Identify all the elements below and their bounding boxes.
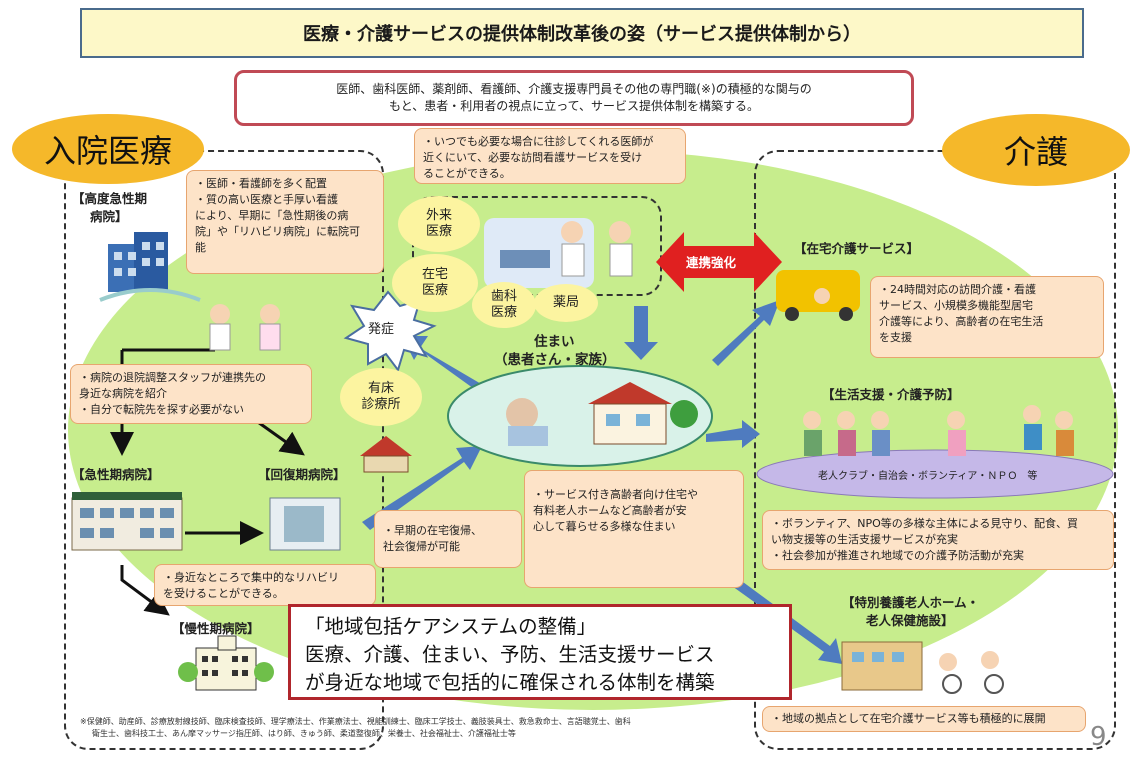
dental-oval: 歯科 医療 (472, 282, 536, 328)
note-facility: ・地域の拠点として在宅介護サービス等も積極的に展開 (762, 706, 1086, 732)
homecare-line-2: 医療 (421, 283, 448, 298)
note-line: 院」や「リハビリ病院」に転院可 (195, 225, 360, 238)
elderly-group-illustration (803, 405, 1074, 456)
acute-hospital-heading: 【急性期病院】 (72, 467, 160, 482)
recovery-hospital-heading: 【回復期病院】 (258, 467, 346, 482)
note-line: を支援 (879, 331, 912, 344)
note-line: ・早期の在宅復帰、 (383, 524, 482, 537)
note-line: ・医師・看護師を多く配置 (195, 177, 327, 190)
arrow-home-to-recovery (362, 446, 482, 530)
outpatient-line-2: 医療 (425, 224, 452, 239)
footnote-line-1: ※保健師、助産師、診療放射線技師、臨床検査技師、理学療法士、作業療法士、視能訓練… (80, 717, 631, 726)
note-line: を受けることができる。 (163, 587, 284, 600)
community-care-system-box: 「地域包括ケアシステムの整備」 医療、介護、住まい、予防、生活支援サービス が身… (288, 604, 792, 700)
note-line: ・24時間対応の訪問介護・看護 (879, 283, 1036, 296)
arrow-down-to-home (624, 306, 658, 360)
note-housing: ・サービス付き高齢者向け住宅や 有料老人ホームなど高齢者が安 心して暮らせる多様… (524, 470, 744, 588)
note-line: 能 (195, 241, 206, 254)
note-homecare-service: ・24時間対応の訪問介護・看護 サービス、小規模多機能型居宅 介護等により、高齢… (870, 276, 1104, 358)
pharmacy-oval: 薬局 (534, 284, 598, 322)
note-line: ・自分で転院先を探す必要がない (79, 403, 244, 416)
note-doctor-visit: ・いつでも必要な場合に往診してくれる医師が 近くにいて、必要な訪問看護サービスを… (414, 128, 686, 184)
homecare-service-heading: 【在宅介護サービス】 (794, 241, 920, 256)
bottom-line-2: 医療、介護、住まい、予防、生活支援サービス (305, 643, 715, 666)
note-line: 身近な病院を紹介 (79, 387, 167, 400)
note-line: ・サービス付き高齢者向け住宅や (533, 488, 698, 501)
clinic-oval: 有床 診療所 (340, 368, 422, 426)
dental-line-2: 医療 (490, 305, 517, 320)
outpatient-line-1: 外来 (425, 208, 452, 223)
chronic-hospital-icon (178, 635, 274, 691)
arrow-home-homecare (712, 300, 780, 366)
note-return-home: ・早期の在宅復帰、 社会復帰が可能 (374, 510, 522, 568)
note-line: ・ボランティア、NPO等の多様な主体による見守り、配食、買 (771, 517, 1078, 530)
clinic-house-icon (360, 436, 412, 473)
note-line: ・病院の退院調整スタッフが連携先の (79, 371, 266, 384)
page-number: 9 (1090, 722, 1107, 752)
chronic-hospital-heading: 【慢性期病院】 (172, 621, 260, 636)
note-staffing: ・医師・看護師を多く配置 ・質の高い医療と手厚い看護 により、早期に「急性期後の… (186, 170, 384, 274)
community-label: 老人クラブ・自治会・ボランティア・ＮＰＯ 等 (818, 471, 1038, 482)
acute-hospital-icon (71, 492, 183, 551)
homecare-oval: 在宅 医療 (392, 254, 478, 312)
note-line: ・いつでも必要な場合に往診してくれる医師が (423, 135, 654, 148)
community-band (756, 449, 1114, 499)
link-arrow (656, 232, 782, 292)
note-line: 有料老人ホームなど高齢者が安 (533, 504, 687, 517)
note-line: い物支援等の生活支援サービスが充実 (771, 533, 958, 546)
facility-heading-1: 【特別養護老人ホーム・ (842, 595, 980, 610)
facility-heading-2: 老人保健施設】 (866, 613, 954, 628)
note-line: 介護等により、高齢者の在宅生活 (879, 315, 1044, 328)
principle-line-2: もと、患者・利用者の視点に立って、サービス提供体制を構築する。 (388, 99, 760, 113)
homecare-line-1: 在宅 (421, 267, 448, 282)
footnote-line-2: 衛生士、歯科技工士、あん摩マッサージ指圧師、はり師、きゅう師、柔道整復師、栄養士… (92, 729, 516, 738)
note-line: サービス、小規模多機能型居宅 (879, 299, 1033, 312)
arrow-home-support (706, 420, 760, 448)
advanced-acute-heading-2: 病院】 (90, 209, 128, 224)
note-line: ・身近なところで集中的なリハビリ (163, 571, 339, 584)
care-van-illustration (776, 270, 860, 321)
support-prevention-heading: 【生活支援・介護予防】 (822, 387, 960, 402)
principle-box: 医師、歯科医師、薬剤師、看護師、介護支援専門員その他の専門職(※)の積極的な関与… (234, 70, 914, 126)
home-subtitle: （患者さん・家族） (494, 352, 616, 368)
flow-arrows (110, 348, 305, 616)
doctor-nurse-icon (209, 304, 281, 351)
note-line: ・社会参加が推進され地域での介護予防活動が充実 (771, 549, 1024, 562)
note-line: により、早期に「急性期後の病 (195, 209, 349, 222)
outpatient-oval: 外来 医療 (398, 196, 480, 252)
nursing-care-region (754, 150, 1116, 750)
note-line: 心して暮らせる多様な住まい (533, 520, 676, 533)
principle-line-1: 医師、歯科医師、薬剤師、看護師、介護支援専門員その他の専門職(※)の積極的な関与… (336, 82, 812, 96)
note-rehab: ・身近なところで集中的なリハビリ を受けることができる。 (154, 564, 376, 606)
home-care-illustration (484, 218, 633, 288)
note-line: 近くにいて、必要な訪問看護サービスを受け (423, 151, 643, 164)
house-illustration (506, 382, 698, 446)
home-title: 住まい (534, 334, 575, 350)
advanced-hospital-icon (99, 232, 201, 302)
recovery-hospital-icon (269, 497, 341, 551)
dental-line-1: 歯科 (490, 289, 517, 304)
link-label: 連携強化 (686, 255, 737, 270)
page-title: 医療・介護サービスの提供体制改革後の姿（サービス提供体制から） (80, 8, 1084, 58)
hospital-care-label: 入院医療 (12, 114, 204, 184)
note-line: ることができる。 (423, 167, 511, 180)
note-line: ・質の高い医療と手厚い看護 (195, 193, 338, 206)
clinic-line-1: 有床 (367, 381, 394, 396)
note-transfer: ・病院の退院調整スタッフが連携先の 身近な病院を紹介 ・自分で転院先を探す必要が… (70, 364, 312, 424)
advanced-acute-heading-1: 【高度急性期 (72, 191, 148, 206)
note-life-support: ・ボランティア、NPO等の多様な主体による見守り、配食、買 い物支援等の生活支援… (762, 510, 1114, 570)
note-line: 社会復帰が可能 (383, 540, 460, 553)
nursing-care-label: 介護 (942, 114, 1130, 186)
clinic-line-2: 診療所 (361, 397, 401, 412)
bottom-line-3: が身近な地域で包括的に確保される体制を構築 (305, 671, 715, 694)
bottom-line-1: 「地域包括ケアシステムの整備」 (305, 615, 597, 638)
nursing-facility-illustration (841, 641, 1004, 694)
onset-label: 発症 (368, 322, 395, 337)
